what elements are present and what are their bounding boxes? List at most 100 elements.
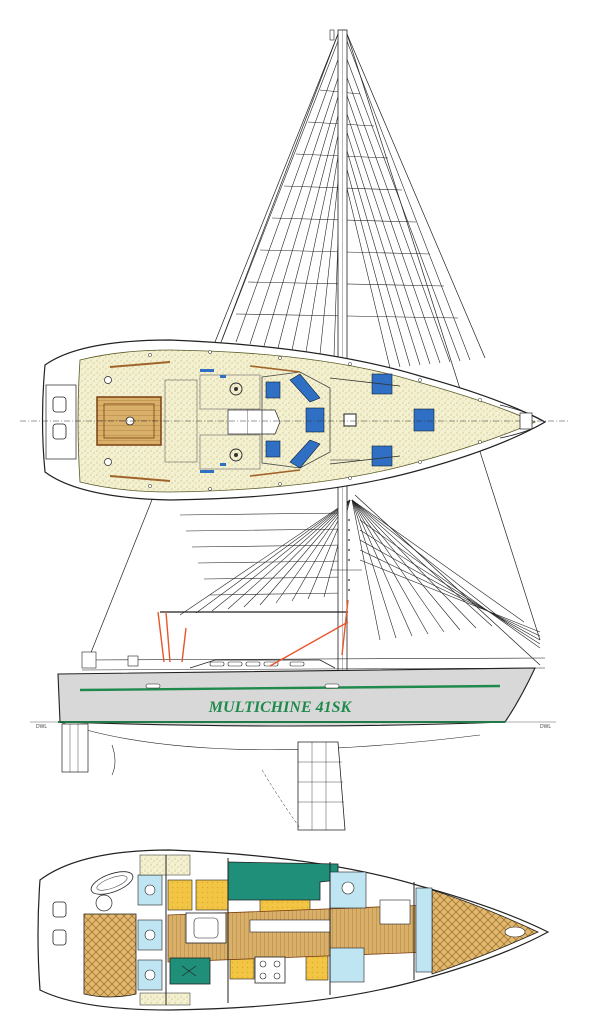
jib-luff-line [344, 89, 441, 364]
shroud-line [359, 519, 541, 649]
genoa-lower-line [351, 499, 509, 625]
hull-profile [57, 667, 536, 727]
chart-table-icon [169, 957, 211, 985]
rudder [61, 723, 89, 773]
shroud-line [359, 559, 541, 633]
genoa-track [329, 455, 401, 465]
sail-plan-rigging [179, 35, 541, 649]
jib-luff-line [344, 161, 401, 368]
genoa-lower-line [351, 499, 525, 623]
forehatch-icon [413, 408, 435, 432]
interior-layout [37, 849, 550, 1011]
jib-leech-line [291, 125, 341, 351]
anchor-icon [504, 926, 526, 938]
head-toilet-icon [144, 929, 156, 941]
coachroof-windows [209, 661, 305, 667]
keel [261, 741, 346, 831]
hull-port [324, 683, 340, 689]
deck-hatch-icon [305, 407, 325, 433]
handrail [109, 361, 171, 368]
v-berth [431, 889, 539, 975]
lower-sail-line [259, 499, 351, 606]
shroud-line [359, 539, 541, 641]
genoa-lower-line [351, 499, 461, 631]
saloon-table-top [249, 919, 331, 933]
lifeline [81, 657, 546, 661]
main-seam-line [185, 528, 346, 532]
lower-sail-line [243, 499, 351, 608]
jib-luff-line [344, 179, 391, 369]
galley-stove-icon [254, 956, 286, 984]
mast [329, 29, 348, 681]
boot-stripe [79, 684, 501, 692]
dinghy-icon [90, 871, 134, 895]
lower-sail-line [195, 499, 351, 614]
head-toilet-icon [144, 884, 156, 896]
jib-luff-line [344, 143, 411, 367]
bulkheads [165, 855, 415, 1005]
jib-luff-line [344, 71, 451, 363]
aft-cabin-berth [83, 913, 137, 998]
stanchions [148, 350, 482, 491]
profile-view: MULTICHINE 41SK DWL DWL [30, 459, 556, 831]
deck-hatch-icon [265, 381, 281, 399]
anchor-locker [519, 412, 533, 430]
basin-icon [144, 969, 156, 981]
winch-icon [104, 458, 112, 466]
hull-port [145, 683, 161, 689]
jib-leech-line [263, 89, 341, 347]
main-seam-line [203, 576, 346, 580]
jib-luff-line [344, 107, 431, 365]
genoa-track [329, 377, 401, 387]
mast-track [348, 519, 350, 591]
dwl-mark-left: DWL [36, 724, 47, 730]
wet-locker [137, 919, 163, 951]
cushion [195, 879, 229, 911]
deck-hatch-icon [265, 440, 281, 458]
jib-leech-line [305, 143, 341, 353]
shroud-line [359, 549, 541, 637]
jib-leech-line [221, 35, 341, 341]
main-seam-line [191, 544, 346, 548]
transom-locker-icon [52, 901, 67, 918]
cushion [167, 879, 193, 911]
forehatch-icon [371, 445, 393, 467]
genoa-lower-line [351, 499, 493, 627]
main-seam-line [197, 560, 346, 564]
jib-leech-line [235, 53, 341, 343]
wet-locker [329, 947, 365, 983]
main-seam-line [179, 512, 346, 516]
deck-plan [20, 339, 570, 501]
transom-locker-icon[interactable] [52, 423, 67, 440]
sliding-hatch [248, 409, 281, 435]
lower-sail-line [179, 499, 351, 616]
genoa-lower-line [351, 499, 429, 635]
cockpit-seat [199, 374, 261, 410]
genoa-lower-line [351, 499, 397, 639]
lower-sail-line [227, 499, 351, 610]
jib-leech-line [319, 161, 341, 355]
mast-partner [343, 413, 357, 427]
jib-leech-line [277, 107, 341, 349]
genoa-lower-line [351, 499, 381, 641]
jib-leech-line [249, 71, 341, 345]
winch-icon [104, 376, 112, 384]
transom-locker-icon [52, 929, 67, 946]
main-seam-line [209, 592, 346, 596]
transom-step [45, 384, 77, 460]
propeller-strut [111, 744, 116, 776]
orange-rigging-lines [157, 599, 349, 667]
basin-icon [379, 899, 411, 925]
lower-sail-line [211, 499, 351, 612]
genoa-lower-line [351, 499, 445, 633]
cockpit-seat [199, 434, 261, 470]
shroud-line [359, 529, 541, 645]
genoa-lower-line [351, 499, 413, 637]
underwater-hull-line [59, 721, 481, 751]
deck-hatch-icon [289, 373, 321, 403]
transom-locker-icon[interactable] [52, 396, 67, 413]
handrail [109, 475, 171, 482]
hull-name-lettering: MULTICHINE 41SK [208, 699, 353, 716]
deck-hatch-icon [289, 439, 321, 469]
